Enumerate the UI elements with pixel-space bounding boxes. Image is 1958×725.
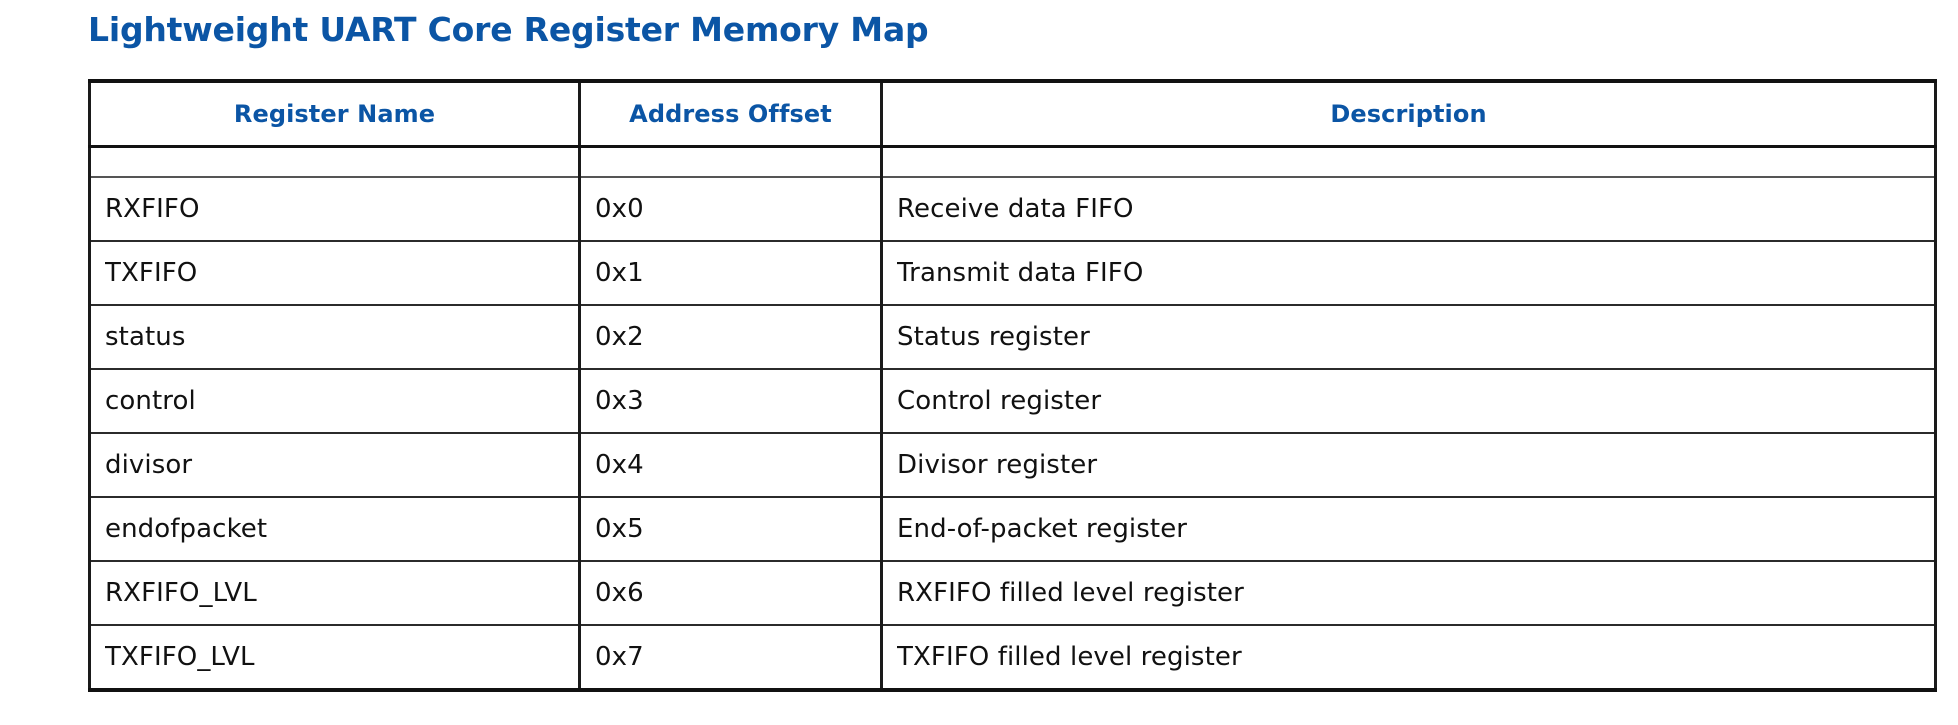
cell-name: TXFIFO_LVL <box>88 624 581 692</box>
cell-text-desc: Transmit data FIFO <box>897 258 1144 288</box>
cell-text-name: TXFIFO_LVL <box>105 642 255 672</box>
table-spacer-row <box>88 145 1937 178</box>
cell-offset: 0x4 <box>578 432 883 498</box>
table-header-row: Register Name Address Offset Description <box>88 79 1937 148</box>
cell-text-name: divisor <box>105 450 193 480</box>
table-header: Register Name Address Offset Description <box>88 79 1937 148</box>
cell-offset: 0x1 <box>578 240 883 306</box>
cell-desc <box>880 145 1937 178</box>
cell-desc: Transmit data FIFO <box>880 240 1937 306</box>
table-row: TXFIFO 0x1 Transmit data FIFO <box>88 240 1937 306</box>
cell-text-offset: 0x4 <box>595 450 644 480</box>
table-row: RXFIFO 0x0 Receive data FIFO <box>88 176 1937 242</box>
cell-offset: 0x2 <box>578 304 883 370</box>
table-row: RXFIFO_LVL 0x6 RXFIFO filled level registe… <box>88 560 1937 626</box>
cell-desc: Divisor register <box>880 432 1937 498</box>
cell-text-name: RXFIFO <box>105 194 200 224</box>
cell-text-name: status <box>105 322 186 352</box>
cell-offset: 0x6 <box>578 560 883 626</box>
cell-text-offset: 0x0 <box>595 194 644 224</box>
table-row: divisor 0x4 Divisor register <box>88 432 1937 498</box>
column-header-description: Description <box>880 79 1937 148</box>
cell-text-offset: 0x7 <box>595 642 644 672</box>
cell-text-desc: Status register <box>897 322 1090 352</box>
table-row: endofpacket 0x5 End-of-packet register <box>88 496 1937 562</box>
table-body: RXFIFO 0x0 Receive data FIFO TXFIFO 0x1 Trans… <box>88 145 1937 692</box>
table-row: control 0x3 Control register <box>88 368 1937 434</box>
cell-desc: TXFIFO filled level register <box>880 624 1937 692</box>
cell-desc: RXFIFO filled level register <box>880 560 1937 626</box>
cell-text-name: RXFIFO_LVL <box>105 578 257 608</box>
cell-text-offset: 0x5 <box>595 514 644 544</box>
cell-desc: Receive data FIFO <box>880 176 1937 242</box>
cell-text-desc: TXFIFO filled level register <box>897 642 1242 672</box>
table-row: TXFIFO_LVL 0x7 TXFIFO filled level registe… <box>88 624 1937 692</box>
cell-name: status <box>88 304 581 370</box>
cell-name: divisor <box>88 432 581 498</box>
table-row: status 0x2 Status register <box>88 304 1937 370</box>
cell-text-desc: End-of-packet register <box>897 514 1188 544</box>
column-header-address-offset: Address Offset <box>578 79 883 148</box>
cell-text-name: endofpacket <box>105 514 268 544</box>
cell-name: control <box>88 368 581 434</box>
cell-text-offset: 0x6 <box>595 578 644 608</box>
cell-name: TXFIFO <box>88 240 581 306</box>
cell-offset <box>578 145 883 178</box>
cell-offset: 0x0 <box>578 176 883 242</box>
cell-desc: Status register <box>880 304 1937 370</box>
cell-text-desc: Receive data FIFO <box>897 194 1134 224</box>
cell-offset: 0x5 <box>578 496 883 562</box>
page-title: Lightweight UART Core Register Memory Ma… <box>88 10 929 49</box>
cell-text-name: control <box>105 386 196 416</box>
column-header-register-name: Register Name <box>88 79 581 148</box>
register-memory-map-table: Register Name Address Offset Description… <box>88 79 1937 692</box>
cell-name: RXFIFO <box>88 176 581 242</box>
cell-text-desc: RXFIFO filled level register <box>897 578 1244 608</box>
cell-desc: Control register <box>880 368 1937 434</box>
cell-text-offset: 0x2 <box>595 322 644 352</box>
cell-text-name: TXFIFO <box>105 258 198 288</box>
cell-name: endofpacket <box>88 496 581 562</box>
cell-text-offset: 0x1 <box>595 258 644 288</box>
register-memory-map-table-wrap: Register Name Address Offset Description… <box>88 79 1937 692</box>
cell-name: RXFIFO_LVL <box>88 560 581 626</box>
cell-name <box>88 145 581 178</box>
cell-offset: 0x3 <box>578 368 883 434</box>
cell-text-desc: Divisor register <box>897 450 1098 480</box>
cell-text-desc: Control register <box>897 386 1102 416</box>
cell-desc: End-of-packet register <box>880 496 1937 562</box>
cell-text-offset: 0x3 <box>595 386 644 416</box>
cell-offset: 0x7 <box>578 624 883 692</box>
